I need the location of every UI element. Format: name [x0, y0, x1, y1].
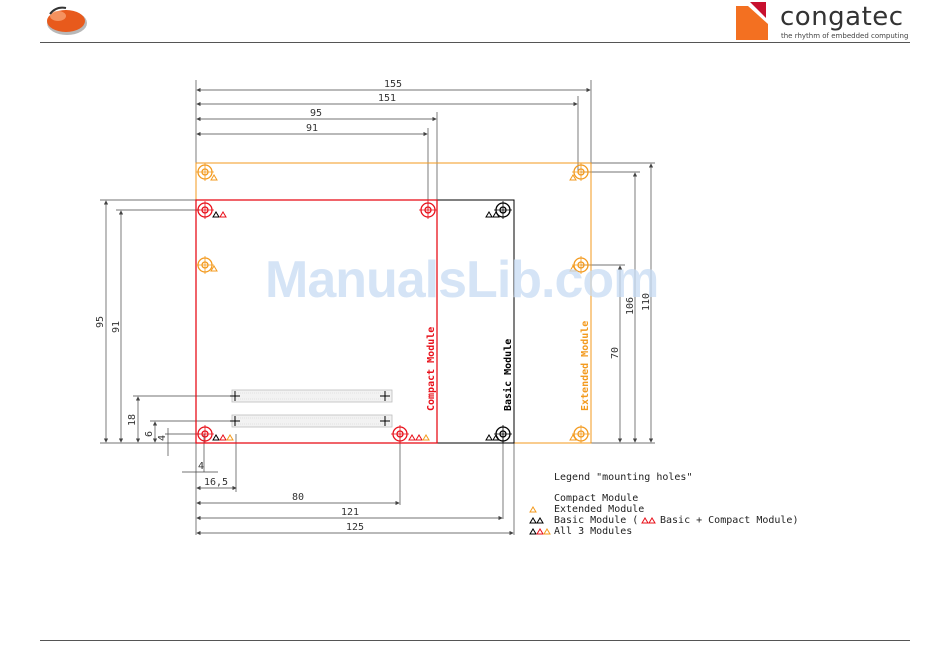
- dim-91-top: 91: [306, 123, 318, 134]
- hole-compact-bottom-left: [196, 425, 214, 443]
- marker-triangle-icon: [227, 435, 233, 440]
- marker-triangle-icon: [486, 212, 492, 217]
- marker-triangle-icon: [213, 212, 219, 217]
- legend-title: Legend "mounting holes": [554, 472, 692, 483]
- hole-extended-top-left: [196, 163, 214, 181]
- marker-triangle-icon: [423, 435, 429, 440]
- legend-all-triangle-icon: [544, 529, 550, 534]
- marker-triangle-icon: [409, 435, 415, 440]
- legend-basic-triangle-icon: [530, 518, 536, 523]
- basic-module-outline: [196, 200, 514, 443]
- legend-basic-triangle-icon: [537, 518, 543, 523]
- legend-item-extended: Extended Module: [554, 504, 644, 515]
- dim-18: 18: [127, 414, 138, 426]
- dim-91-left: 91: [111, 321, 122, 333]
- dim-16-5: 16,5: [204, 477, 228, 488]
- marker-triangle-icon: [213, 435, 219, 440]
- hole-compact-top-right: [419, 201, 437, 219]
- label-extended-module: Extended Module: [580, 321, 591, 411]
- connector-bottom: [232, 415, 392, 427]
- dim-95-left: 95: [95, 316, 106, 328]
- hole-basic-top-right: [494, 201, 512, 219]
- label-compact-module: Compact Module: [426, 327, 437, 411]
- marker-triangle-icon: [220, 212, 226, 217]
- dim-4-bottom: 4: [198, 461, 204, 472]
- marker-triangle-icon: [220, 435, 226, 440]
- dim-70: 70: [610, 347, 621, 359]
- marker-triangle-icon: [416, 435, 422, 440]
- marker-triangle-icon: [493, 435, 499, 440]
- legend-basic-compact-triangle-icon: [649, 518, 655, 523]
- compact-module-outline: [196, 200, 437, 443]
- legend: Legend "mounting holes" Compact Module E…: [530, 472, 798, 537]
- dim-4-left: 4: [157, 435, 168, 441]
- legend-item-compact: Compact Module: [554, 493, 638, 504]
- legend-all-triangle-icon: [530, 529, 536, 534]
- legend-extended-triangle-icon: [530, 507, 536, 512]
- legend-all-triangle-icon: [537, 529, 543, 534]
- label-basic-module: Basic Module: [502, 339, 514, 411]
- legend-basic-compact-triangle-icon: [642, 518, 648, 523]
- dim-151: 151: [378, 93, 396, 104]
- hole-compact-bottom-right: [391, 425, 409, 443]
- dim-121: 121: [341, 507, 359, 518]
- hole-compact-top-left: [196, 201, 214, 219]
- dim-80: 80: [292, 492, 304, 503]
- marker-triangle-icon: [486, 435, 492, 440]
- legend-item-basic: Basic Module (: [554, 515, 638, 526]
- dim-125: 125: [346, 522, 364, 533]
- dim-155: 155: [384, 79, 402, 90]
- dim-95-top: 95: [310, 108, 322, 119]
- marker-triangle-icon: [211, 175, 217, 180]
- connector-top: [232, 390, 392, 402]
- legend-item-basic-compact: Basic + Compact Module): [660, 515, 798, 526]
- watermark: ManualsLib.com: [265, 250, 658, 310]
- legend-item-all: All 3 Modules: [554, 526, 632, 537]
- dim-6: 6: [144, 431, 155, 437]
